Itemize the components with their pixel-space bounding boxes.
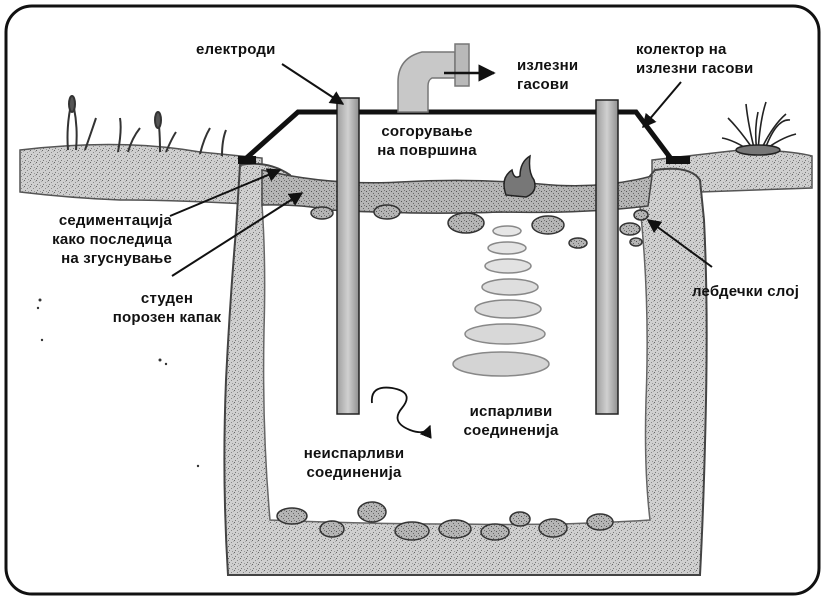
- label-exhaust-gases: излезни гасови: [517, 56, 578, 94]
- label-collector: колектор на излезни гасови: [636, 40, 753, 78]
- label-nonvolatile-compounds: неиспарливи соединенија: [289, 444, 419, 482]
- label-sedimentation: седиментација како последица на згуснува…: [22, 211, 172, 268]
- collector-seal-right: [666, 156, 690, 164]
- label-floating-layer: лебдечки слој: [692, 282, 799, 301]
- collector-seal-left: [238, 156, 256, 164]
- label-cold-porous-cap: студен порозен капак: [92, 289, 242, 327]
- label-surface-combustion: согорување на површина: [362, 122, 492, 160]
- electrode-left: [337, 98, 359, 414]
- label-electrodes: електроди: [196, 40, 276, 59]
- electrode-right: [596, 100, 618, 414]
- exhaust-pipe-flange: [455, 44, 469, 86]
- label-volatile-compounds: испарливи соединенија: [446, 402, 576, 440]
